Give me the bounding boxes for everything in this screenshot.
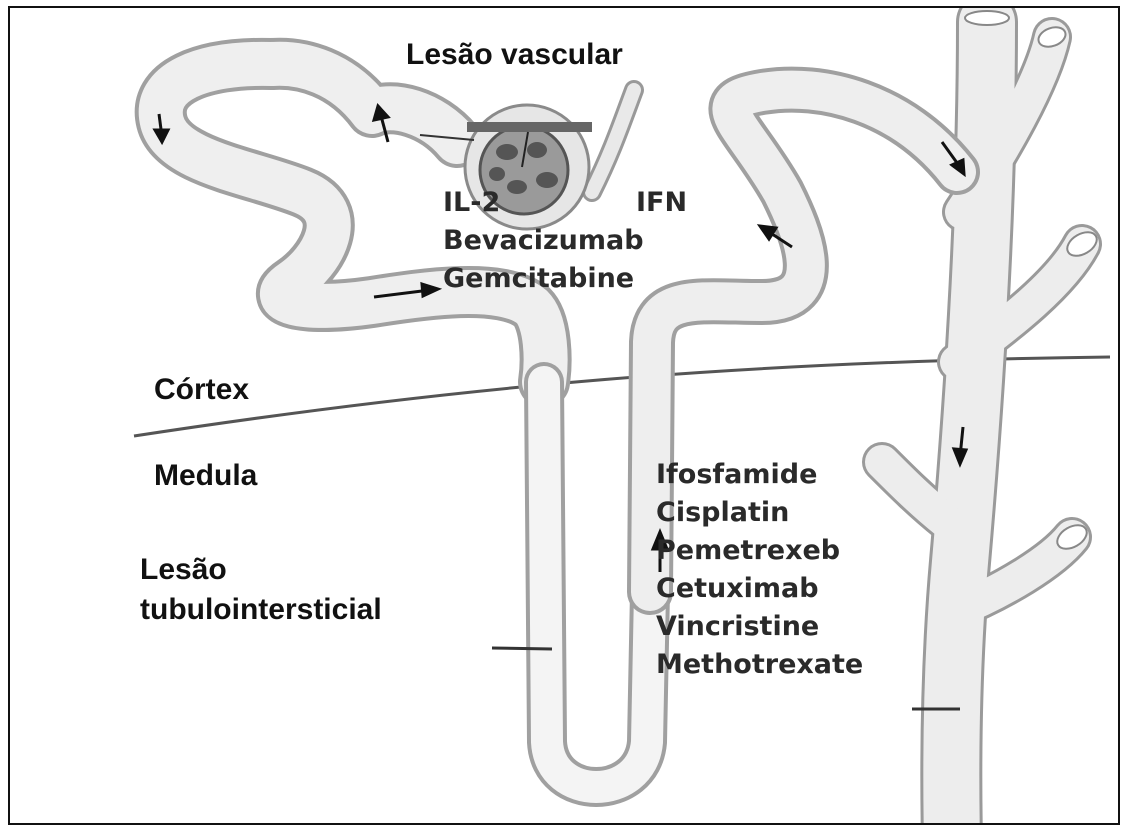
drug-list-item: Gemcitabine xyxy=(443,260,644,298)
tubular-drug-list: Ifosfamide Cisplatin Pemetrexeb Cetuxima… xyxy=(656,456,863,684)
tubulointerstitial-label-line2: tubulointersticial xyxy=(140,593,382,627)
drug-list-item: Bevacizumab xyxy=(443,222,644,260)
drug-il2: IL-2 xyxy=(443,184,500,222)
nephron-illustration xyxy=(10,8,1118,823)
drug-list-item: Vincristine xyxy=(656,608,863,646)
tubulointerstitial-label-line1: Lesão xyxy=(140,553,227,587)
glomerular-drug-list: Bevacizumab Gemcitabine xyxy=(443,222,644,298)
cortex-label: Córtex xyxy=(154,373,249,407)
drug-ifn: IFN xyxy=(636,184,687,222)
vascular-injury-label: Lesão vascular xyxy=(406,38,623,72)
drug-list-item: Pemetrexeb xyxy=(656,532,863,570)
drug-list-item: Ifosfamide xyxy=(656,456,863,494)
drug-list-item: Methotrexate xyxy=(656,646,863,684)
drug-list-item: Cisplatin xyxy=(656,494,863,532)
medulla-label: Medula xyxy=(154,459,257,493)
diagram-frame: Lesão vascular Córtex Medula Lesão tubul… xyxy=(8,6,1120,825)
drug-list-item: Cetuximab xyxy=(656,570,863,608)
